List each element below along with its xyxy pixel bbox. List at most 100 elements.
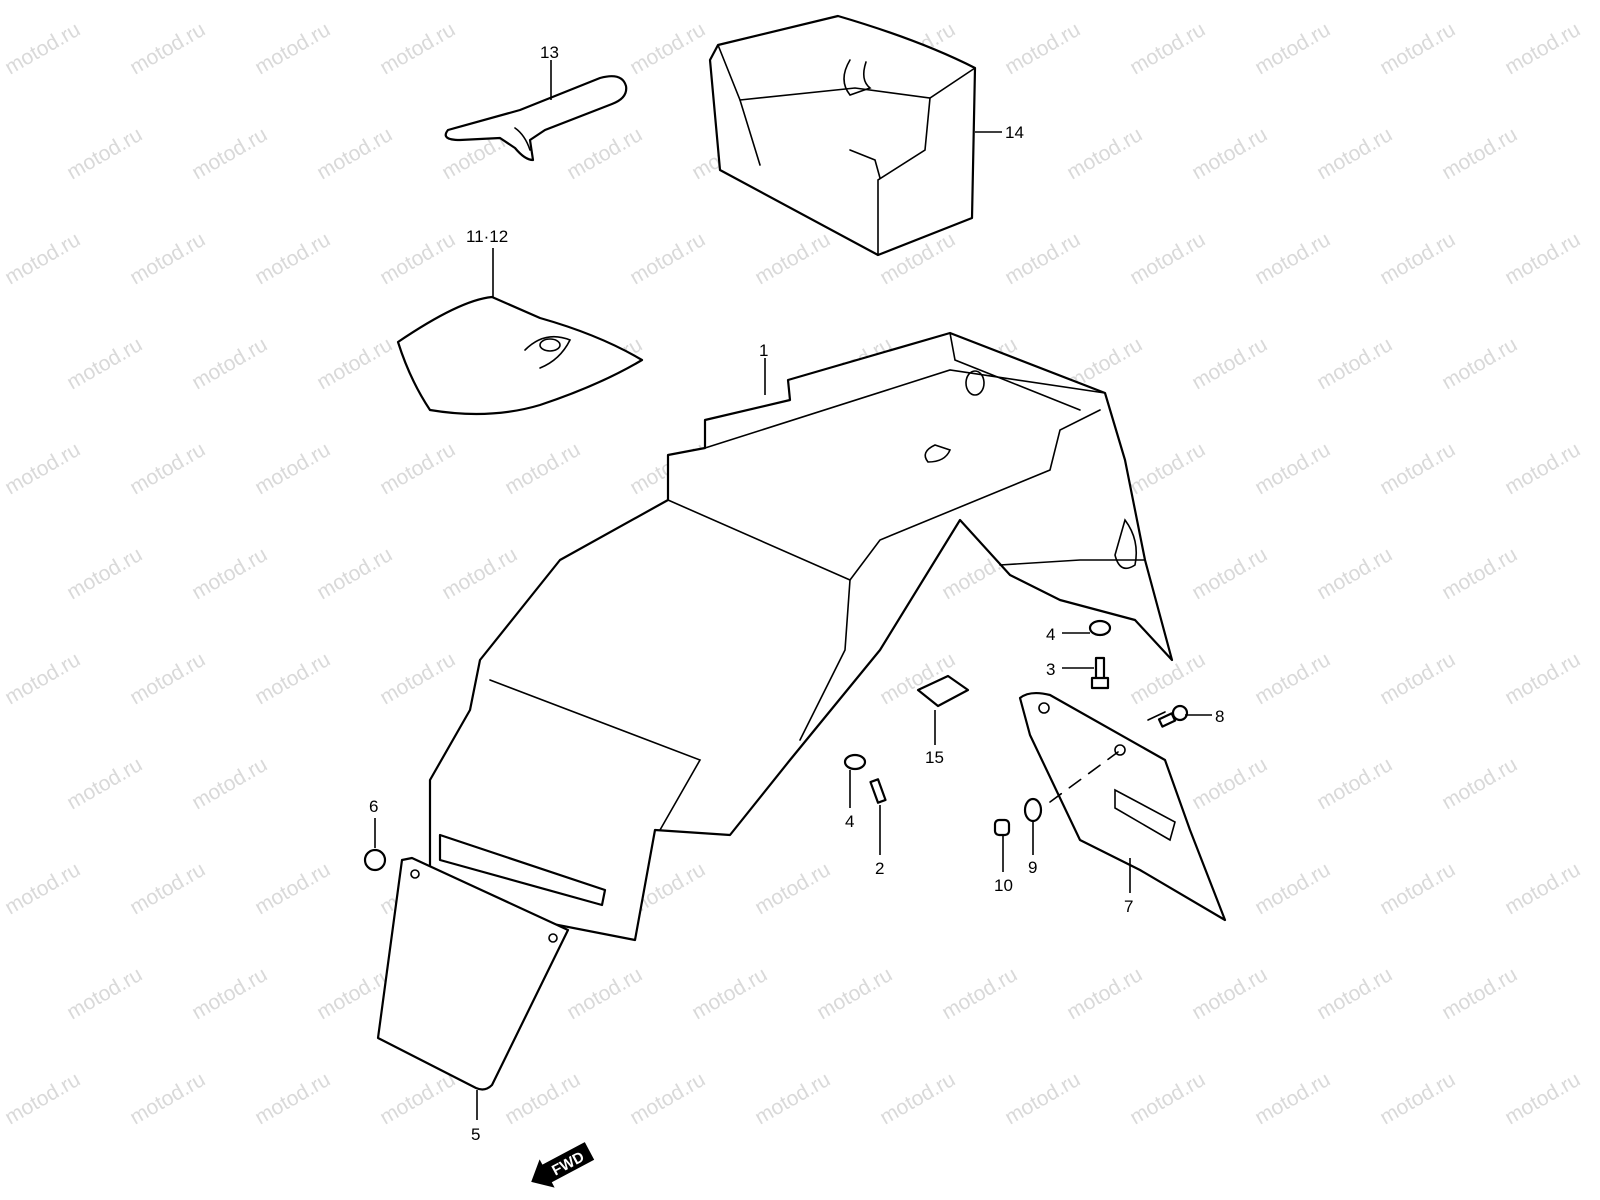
callout-13: 13 bbox=[540, 43, 559, 62]
watermark-text: motod.ru bbox=[1126, 1068, 1209, 1129]
watermark-text: motod.ru bbox=[188, 753, 271, 814]
callout-3: 3 bbox=[1046, 660, 1055, 679]
watermark-text: motod.ru bbox=[438, 543, 521, 604]
watermark-text: motod.ru bbox=[126, 18, 209, 79]
watermark-text: motod.ru bbox=[188, 123, 271, 184]
fwd-arrow-icon: FWD bbox=[531, 1142, 595, 1188]
watermark-text: motod.ru bbox=[1, 18, 84, 79]
part-1-rear-fender bbox=[428, 331, 1174, 942]
watermark-text: motod.ru bbox=[376, 648, 459, 709]
part-13-wrench bbox=[444, 75, 628, 162]
watermark-text: motod.ru bbox=[1001, 228, 1084, 289]
watermark-text: motod.ru bbox=[63, 543, 146, 604]
watermark-text: motod.ru bbox=[1251, 18, 1334, 79]
watermark-text: motod.ru bbox=[1438, 543, 1521, 604]
callout-5: 5 bbox=[471, 1125, 480, 1144]
callout-4b: 4 bbox=[845, 812, 854, 831]
watermark-text: motod.ru bbox=[1376, 18, 1459, 79]
watermark-text: motod.ru bbox=[1438, 333, 1521, 394]
watermark-text: motod.ru bbox=[376, 438, 459, 499]
watermark-text: motod.ru bbox=[1188, 123, 1271, 184]
watermark-text: motod.ru bbox=[1313, 333, 1396, 394]
watermark-text: motod.ru bbox=[813, 963, 896, 1024]
watermark-text: motod.ru bbox=[126, 1068, 209, 1129]
part-6-grommet bbox=[363, 848, 387, 872]
callout-2: 2 bbox=[875, 859, 884, 878]
part-10-nut bbox=[993, 818, 1011, 837]
watermark-text: motod.ru bbox=[63, 963, 146, 1024]
watermark-text: motod.ru bbox=[1376, 1068, 1459, 1129]
watermark-text: motod.ru bbox=[1126, 18, 1209, 79]
watermark-text: motod.ru bbox=[251, 1068, 334, 1129]
watermark-text: motod.ru bbox=[1251, 648, 1334, 709]
watermark-text: motod.ru bbox=[1126, 228, 1209, 289]
watermark-text: motod.ru bbox=[251, 648, 334, 709]
watermark-text: motod.ru bbox=[1376, 228, 1459, 289]
watermark-text: motod.ru bbox=[1251, 438, 1334, 499]
watermark-text: motod.ru bbox=[751, 1068, 834, 1129]
watermark-text: motod.ru bbox=[1, 648, 84, 709]
watermark-text: motod.ru bbox=[563, 963, 646, 1024]
part-3-bolt bbox=[1094, 656, 1106, 682]
watermark-text: motod.ru bbox=[1126, 648, 1209, 709]
callout-1: 1 bbox=[759, 341, 768, 360]
watermark-text: motod.ru bbox=[1376, 858, 1459, 919]
watermark-text: motod.ru bbox=[1313, 543, 1396, 604]
watermark-text: motod.ru bbox=[63, 123, 146, 184]
watermark-text: motod.ru bbox=[626, 18, 709, 79]
part-8-screw bbox=[1171, 704, 1189, 722]
watermark-text: motod.ru bbox=[1376, 438, 1459, 499]
part-14-tray bbox=[708, 14, 977, 257]
watermark-text: motod.ru bbox=[251, 228, 334, 289]
watermark-text: motod.ru bbox=[1313, 123, 1396, 184]
part-4b-nut bbox=[843, 753, 867, 771]
watermark-text: motod.ru bbox=[1438, 963, 1521, 1024]
watermark-text: motod.ru bbox=[188, 543, 271, 604]
watermark-text: motod.ru bbox=[938, 963, 1021, 1024]
callout-10: 10 bbox=[994, 876, 1013, 895]
watermark-text: motod.ru bbox=[251, 438, 334, 499]
watermark-text: motod.ru bbox=[251, 858, 334, 919]
hardware bbox=[363, 619, 1189, 872]
watermark-text: motod.ru bbox=[1313, 963, 1396, 1024]
callout-8: 8 bbox=[1215, 707, 1224, 726]
watermark-text: motod.ru bbox=[1376, 648, 1459, 709]
watermark-text: motod.ru bbox=[563, 123, 646, 184]
watermark-text: motod.ru bbox=[1188, 753, 1271, 814]
watermark-text: motod.ru bbox=[1438, 753, 1521, 814]
watermark-text: motod.ru bbox=[188, 333, 271, 394]
watermark-text: motod.ru bbox=[1438, 123, 1521, 184]
watermark-text: motod.ru bbox=[126, 648, 209, 709]
part-11-12-bag bbox=[396, 295, 644, 416]
watermark-text: motod.ru bbox=[1188, 963, 1271, 1024]
watermark-text: motod.ru bbox=[1, 228, 84, 289]
watermark-text: motod.ru bbox=[251, 18, 334, 79]
watermark-text: motod.ru bbox=[1251, 1068, 1334, 1129]
callout-labels: 13 14 11·12 1 4 3 8 15 4 2 6 9 10 7 5 bbox=[369, 43, 1224, 1144]
watermark-text: motod.ru bbox=[626, 228, 709, 289]
watermark-text: motod.ru bbox=[1251, 858, 1334, 919]
watermark-text: motod.ru bbox=[376, 18, 459, 79]
callout-7: 7 bbox=[1124, 897, 1133, 916]
part-9-washer bbox=[1023, 797, 1043, 823]
callout-6: 6 bbox=[369, 797, 378, 816]
watermark-text: motod.ru bbox=[626, 1068, 709, 1129]
callout-15: 15 bbox=[925, 748, 944, 767]
callout-4a: 4 bbox=[1046, 625, 1055, 644]
watermark-text: motod.ru bbox=[376, 228, 459, 289]
watermark-text: motod.ru bbox=[1251, 228, 1334, 289]
watermark-text: motod.ru bbox=[1063, 963, 1146, 1024]
watermark-text: motod.ru bbox=[1188, 333, 1271, 394]
watermark-text: motod.ru bbox=[1001, 1068, 1084, 1129]
watermark-text: motod.ru bbox=[313, 333, 396, 394]
watermark-text: motod.ru bbox=[1501, 438, 1584, 499]
watermark-text: motod.ru bbox=[188, 963, 271, 1024]
watermark-text: motod.ru bbox=[63, 333, 146, 394]
part-2-bolt bbox=[869, 778, 887, 804]
watermark-text: motod.ru bbox=[1188, 543, 1271, 604]
watermark-text: motod.ru bbox=[501, 1068, 584, 1129]
watermark-text: motod.ru bbox=[376, 1068, 459, 1129]
watermark-text: motod.ru bbox=[1, 1068, 84, 1129]
part-4a-nut bbox=[1088, 619, 1112, 637]
